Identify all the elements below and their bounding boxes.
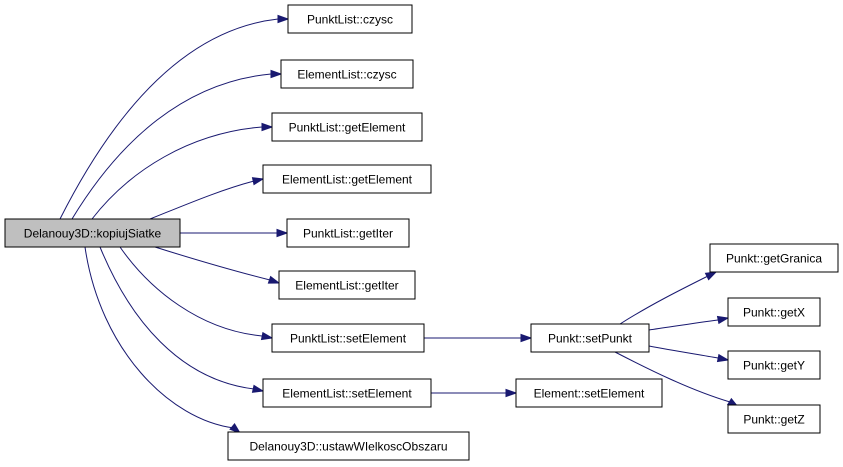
arrowhead-setPunkt — [520, 333, 533, 343]
node-el-czysc[interactable]: ElementList::czysc — [280, 59, 414, 89]
node-label: Punkt::getZ — [743, 413, 804, 427]
node-pl-setelement[interactable]: PunktList::setElement — [271, 323, 425, 353]
node-label: PunktList::czysc — [307, 13, 393, 27]
node-getx[interactable]: Punkt::getX — [727, 297, 821, 327]
edge-setPunkt-to-getY — [648, 345, 719, 359]
node-label: Punkt::getGranica — [726, 252, 822, 266]
node-label: PunktList::getIter — [303, 227, 393, 241]
edge-root-to-el_czysc — [71, 73, 272, 220]
edge-root-to-pl_setElement — [119, 246, 263, 337]
node-root[interactable]: Delanouy3D::kopiujSiatke — [4, 218, 181, 248]
node-getz[interactable]: Punkt::getZ — [727, 404, 821, 434]
arrowhead-pl_getIter — [276, 228, 289, 238]
node-label: Delanouy3D::ustawWIelkoscObszaru — [249, 440, 447, 454]
node-pl-getiter[interactable]: PunktList::getIter — [286, 218, 410, 248]
node-pl-getelement[interactable]: PunktList::getElement — [271, 112, 423, 142]
node-getgranica[interactable]: Punkt::getGranica — [709, 243, 839, 273]
arrowhead-el_setElement — [251, 384, 265, 393]
arrowhead-pl_czysc — [277, 14, 290, 24]
node-label: Punkt::getY — [743, 359, 805, 373]
arrowhead-getGranica — [704, 271, 718, 281]
edge-root-to-el_getElement — [149, 180, 255, 220]
arrowhead-elem_setElement — [505, 388, 518, 398]
arrowhead-getX — [716, 315, 730, 325]
node-label: ElementList::setElement — [282, 387, 412, 401]
arrowhead-pl_setElement — [260, 331, 274, 341]
node-element-setelement[interactable]: Element::setElement — [515, 378, 663, 408]
edge-setPunkt-to-getX — [648, 319, 719, 331]
arrowhead-ustaw — [229, 423, 242, 434]
node-label: Delanouy3D::kopiujSiatke — [24, 227, 162, 241]
node-setpunkt[interactable]: Punkt::setPunkt — [530, 323, 650, 353]
node-label: ElementList::czysc — [297, 68, 396, 82]
node-label: ElementList::getElement — [282, 173, 413, 187]
node-pl-czysc[interactable]: PunktList::czysc — [287, 4, 413, 34]
node-label: PunktList::setElement — [290, 332, 407, 346]
edge-root-to-pl_getElement — [91, 126, 263, 220]
edge-layer — [59, 14, 740, 434]
node-label: Punkt::setPunkt — [548, 332, 633, 346]
arrowhead-el_getElement — [251, 177, 265, 186]
node-label: Element::setElement — [534, 387, 645, 401]
edge-root-to-el_getIter — [154, 246, 271, 281]
edge-root-to-ustaw — [84, 246, 235, 429]
node-layer: Delanouy3D::kopiujSiatke PunktList::czys… — [4, 4, 839, 461]
node-el-getelement[interactable]: ElementList::getElement — [262, 164, 432, 194]
node-el-getiter[interactable]: ElementList::getIter — [278, 270, 416, 300]
edge-setPunkt-to-getGranica — [619, 275, 709, 325]
node-ustaw[interactable]: Delanouy3D::ustawWIelkoscObszaru — [227, 431, 470, 461]
arrowhead-el_getIter — [267, 275, 281, 284]
edge-root-to-el_setElement — [99, 246, 255, 390]
arrowhead-pl_getElement — [261, 122, 274, 132]
arrowhead-getY — [716, 353, 730, 363]
arrowhead-el_czysc — [270, 69, 283, 79]
edge-setPunkt-to-getZ — [614, 351, 731, 403]
node-el-setelement[interactable]: ElementList::setElement — [262, 378, 432, 408]
node-gety[interactable]: Punkt::getY — [727, 350, 821, 380]
node-label: Punkt::getX — [743, 306, 805, 320]
node-label: ElementList::getIter — [295, 279, 398, 293]
node-label: PunktList::getElement — [289, 121, 406, 135]
edge-root-to-pl_czysc — [59, 18, 279, 220]
